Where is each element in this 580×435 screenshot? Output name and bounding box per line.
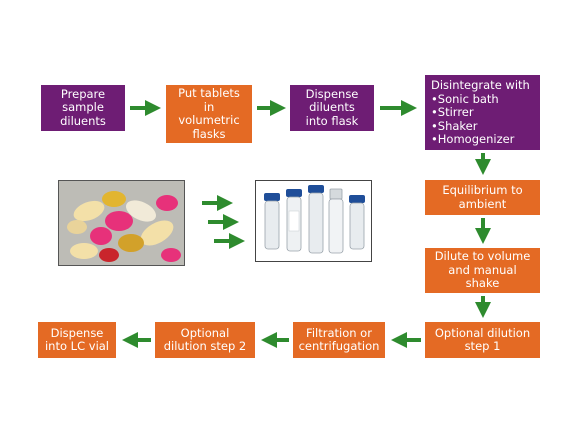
tablets-illustration: [59, 181, 184, 265]
step-prepare-diluents: Prepare sample diluents: [41, 85, 125, 131]
step-put-tablets: Put tablets in volumetric flasks: [166, 85, 252, 143]
step-dilute-to-volume: Dilute to volume and manual shake: [425, 248, 540, 293]
vials-illustration: [256, 181, 371, 261]
lc-vials-photo: [255, 180, 372, 262]
step-optional-dilution-2: Optional dilution step 2: [155, 322, 255, 358]
step-filtration: Filtration or centrifugation: [293, 322, 385, 358]
step-optional-dilution-1: Optional dilution step 1: [425, 322, 540, 358]
step-equilibrium: Equilibrium to ambient: [425, 180, 540, 215]
tablets-photo: [58, 180, 185, 266]
step-dispense-lc-vial: Dispense into LC vial: [38, 322, 116, 358]
step-dispense-diluents: Dispense diluents into flask: [290, 85, 374, 131]
step-disintegrate: Disintegrate with •Sonic bath •Stirrer •…: [425, 75, 540, 150]
